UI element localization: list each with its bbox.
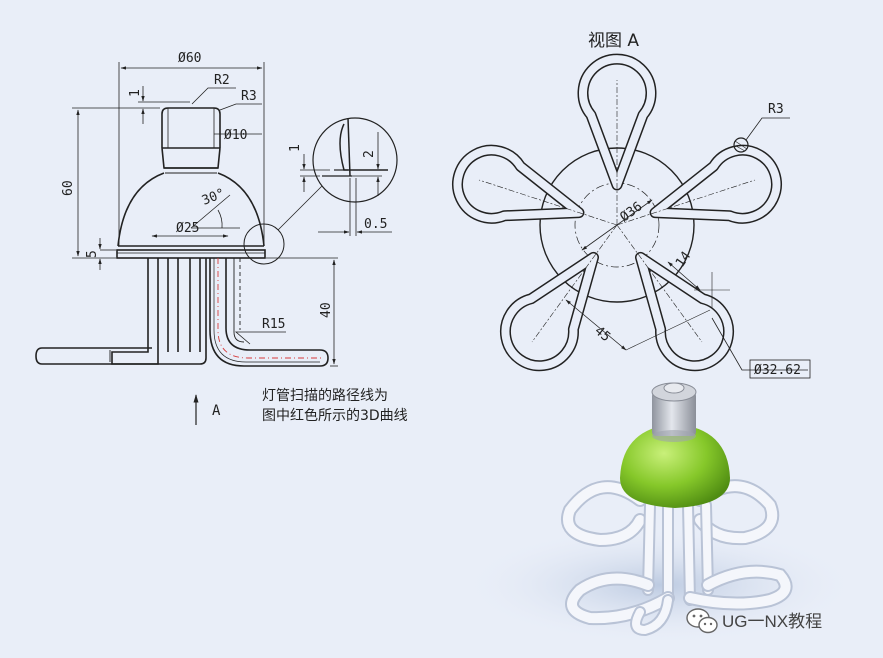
dome-shape <box>620 424 730 508</box>
dim-width-label: Ø60 <box>178 51 201 66</box>
view-a-angle-label: 45 <box>591 324 613 346</box>
detail-lip-label: 2 <box>362 150 377 158</box>
view-a-drawing <box>452 53 811 379</box>
dim-top-step-label: 1 <box>128 89 143 97</box>
detail-view <box>300 117 398 236</box>
dim-bend-radius-label: R15 <box>262 317 285 332</box>
view-a-tube-radius-label: R3 <box>768 102 784 117</box>
wechat-icon <box>686 608 718 634</box>
front-view <box>35 107 329 367</box>
note-line-1: 灯管扫描的路径线为 <box>262 388 388 404</box>
view-a-loop-width-label: 14 <box>673 249 694 271</box>
dim-cap-diameter-label: Ø10 <box>224 128 247 143</box>
dim-height-label: 60 <box>61 180 76 196</box>
note-line-2: 图中红色所示的3D曲线 <box>262 407 408 424</box>
watermark-text: UG一NX教程 <box>722 612 822 631</box>
dim-tube-height-label: 40 <box>319 302 334 318</box>
view-a-loop-diameter-label: Ø32.62 <box>754 363 801 378</box>
render-3d <box>460 382 860 645</box>
watermark: UG一NX教程 <box>686 608 822 634</box>
dim-corner-radius-label: R3 <box>241 89 257 104</box>
dim-base-height-label: 5 <box>85 250 100 258</box>
note-block: 灯管扫描的路径线为 图中红色所示的3D曲线 <box>262 388 408 424</box>
dim-base-diameter-label: Ø25 <box>176 221 199 236</box>
view-a-title: 视图 A <box>588 31 639 51</box>
dim-angle-label: 30° <box>200 186 227 209</box>
detail-gap-label: 0.5 <box>364 217 387 232</box>
dim-top-radius-label: R2 <box>214 73 230 88</box>
cap-shape <box>652 392 696 436</box>
detail-view-labels: 1 2 0.5 <box>288 144 387 232</box>
detail-step-label: 1 <box>288 144 303 152</box>
front-view-dimensions <box>72 62 338 425</box>
view-arrow-label: A <box>212 403 221 419</box>
view-a-labels: R3 Ø36 14 45 Ø32.62 <box>591 102 801 378</box>
